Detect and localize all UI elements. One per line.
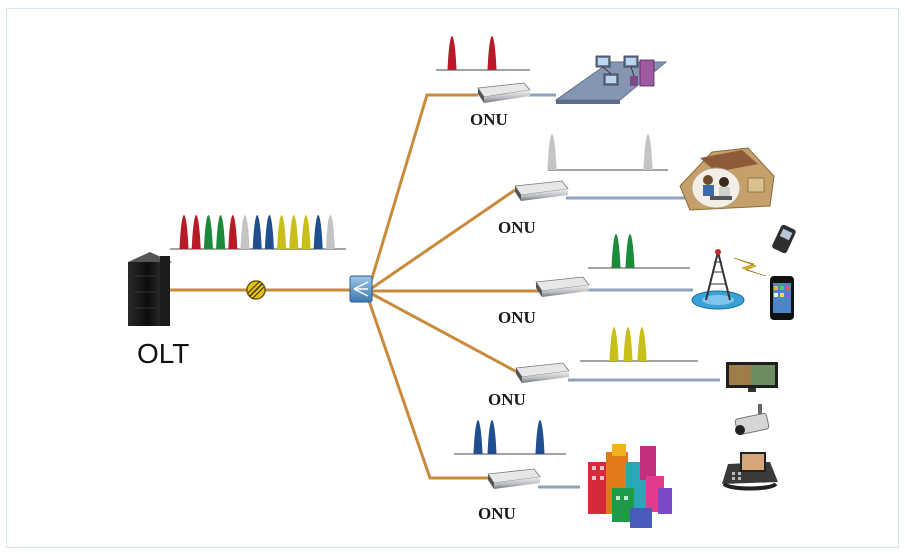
onu-3-signal-pulse-1: [611, 234, 621, 268]
tv-monitor-icon: [726, 362, 778, 392]
onu-2-signal-pulse-2: [643, 134, 653, 170]
optical-splitter-icon: [349, 275, 373, 303]
onu-5-signal-pulse-3: [535, 420, 545, 454]
office-network-icon: [554, 55, 668, 104]
onu-1-signal-pulse-2: [487, 36, 497, 70]
olt-signal-pulse-3: [203, 215, 213, 249]
olt-signal-pulse-12: [313, 215, 323, 249]
onu-4-signal-pulse-2: [623, 327, 633, 361]
onu-label-3: ONU: [498, 308, 536, 327]
olt-signal-pulse-8: [264, 215, 274, 249]
olt-signal-pulse-4: [216, 215, 226, 249]
onu-device-2: [514, 180, 569, 201]
onu-4-signal-pulse-1: [609, 327, 619, 361]
fiber-branch-5: [366, 297, 488, 480]
olt-signal-pulse-1: [179, 215, 189, 249]
video-phone-icon: [722, 452, 778, 491]
olt-signal-pulse-11: [301, 215, 311, 249]
fiber-connector-icon: [246, 280, 266, 300]
flip-phone-icon: [772, 224, 796, 254]
onu-label-4: ONU: [488, 390, 526, 409]
cell-tower-icon: [691, 249, 767, 310]
onu-device-3: [535, 276, 590, 297]
olt-signal-pulse-9: [277, 215, 287, 249]
fiber-branch-1: [368, 93, 478, 286]
smartphone-icon: [770, 276, 794, 320]
home-user-icon: [679, 147, 775, 211]
onu-device-5: [487, 468, 541, 489]
onu-device-1: [477, 82, 531, 103]
onu-device-4: [515, 362, 570, 383]
onu-5-signal-pulse-2: [487, 420, 497, 454]
fiber-branch-2: [371, 188, 516, 290]
buildings-icon: [588, 444, 672, 528]
olt-signal-pulse-6: [240, 215, 250, 249]
olt-signal-pulse-10: [289, 215, 299, 249]
onu-1-signal-pulse-1: [447, 36, 457, 70]
olt-signal-pulse-2: [191, 215, 201, 249]
onu-label-1: ONU: [470, 110, 508, 129]
fiber-branch-4: [371, 292, 518, 374]
signal-pulses: [179, 36, 653, 454]
onu-label-5: ONU: [478, 504, 516, 523]
olt-label: OLT: [137, 338, 190, 369]
onu-4-signal-pulse-3: [637, 327, 647, 361]
onu-links: [528, 93, 720, 489]
onu-3-signal-pulse-2: [625, 234, 635, 268]
olt-signal-pulse-7: [252, 215, 262, 249]
server-rack-icon: [128, 252, 172, 326]
fiber-lines: [170, 93, 540, 480]
security-camera-icon: [734, 404, 770, 436]
olt-signal-pulse-5: [228, 215, 238, 249]
onu-2-signal-pulse-1: [547, 134, 557, 170]
olt-signal-pulse-13: [325, 215, 335, 249]
onu-label-2: ONU: [498, 218, 536, 237]
onu-5-signal-pulse-1: [473, 420, 483, 454]
